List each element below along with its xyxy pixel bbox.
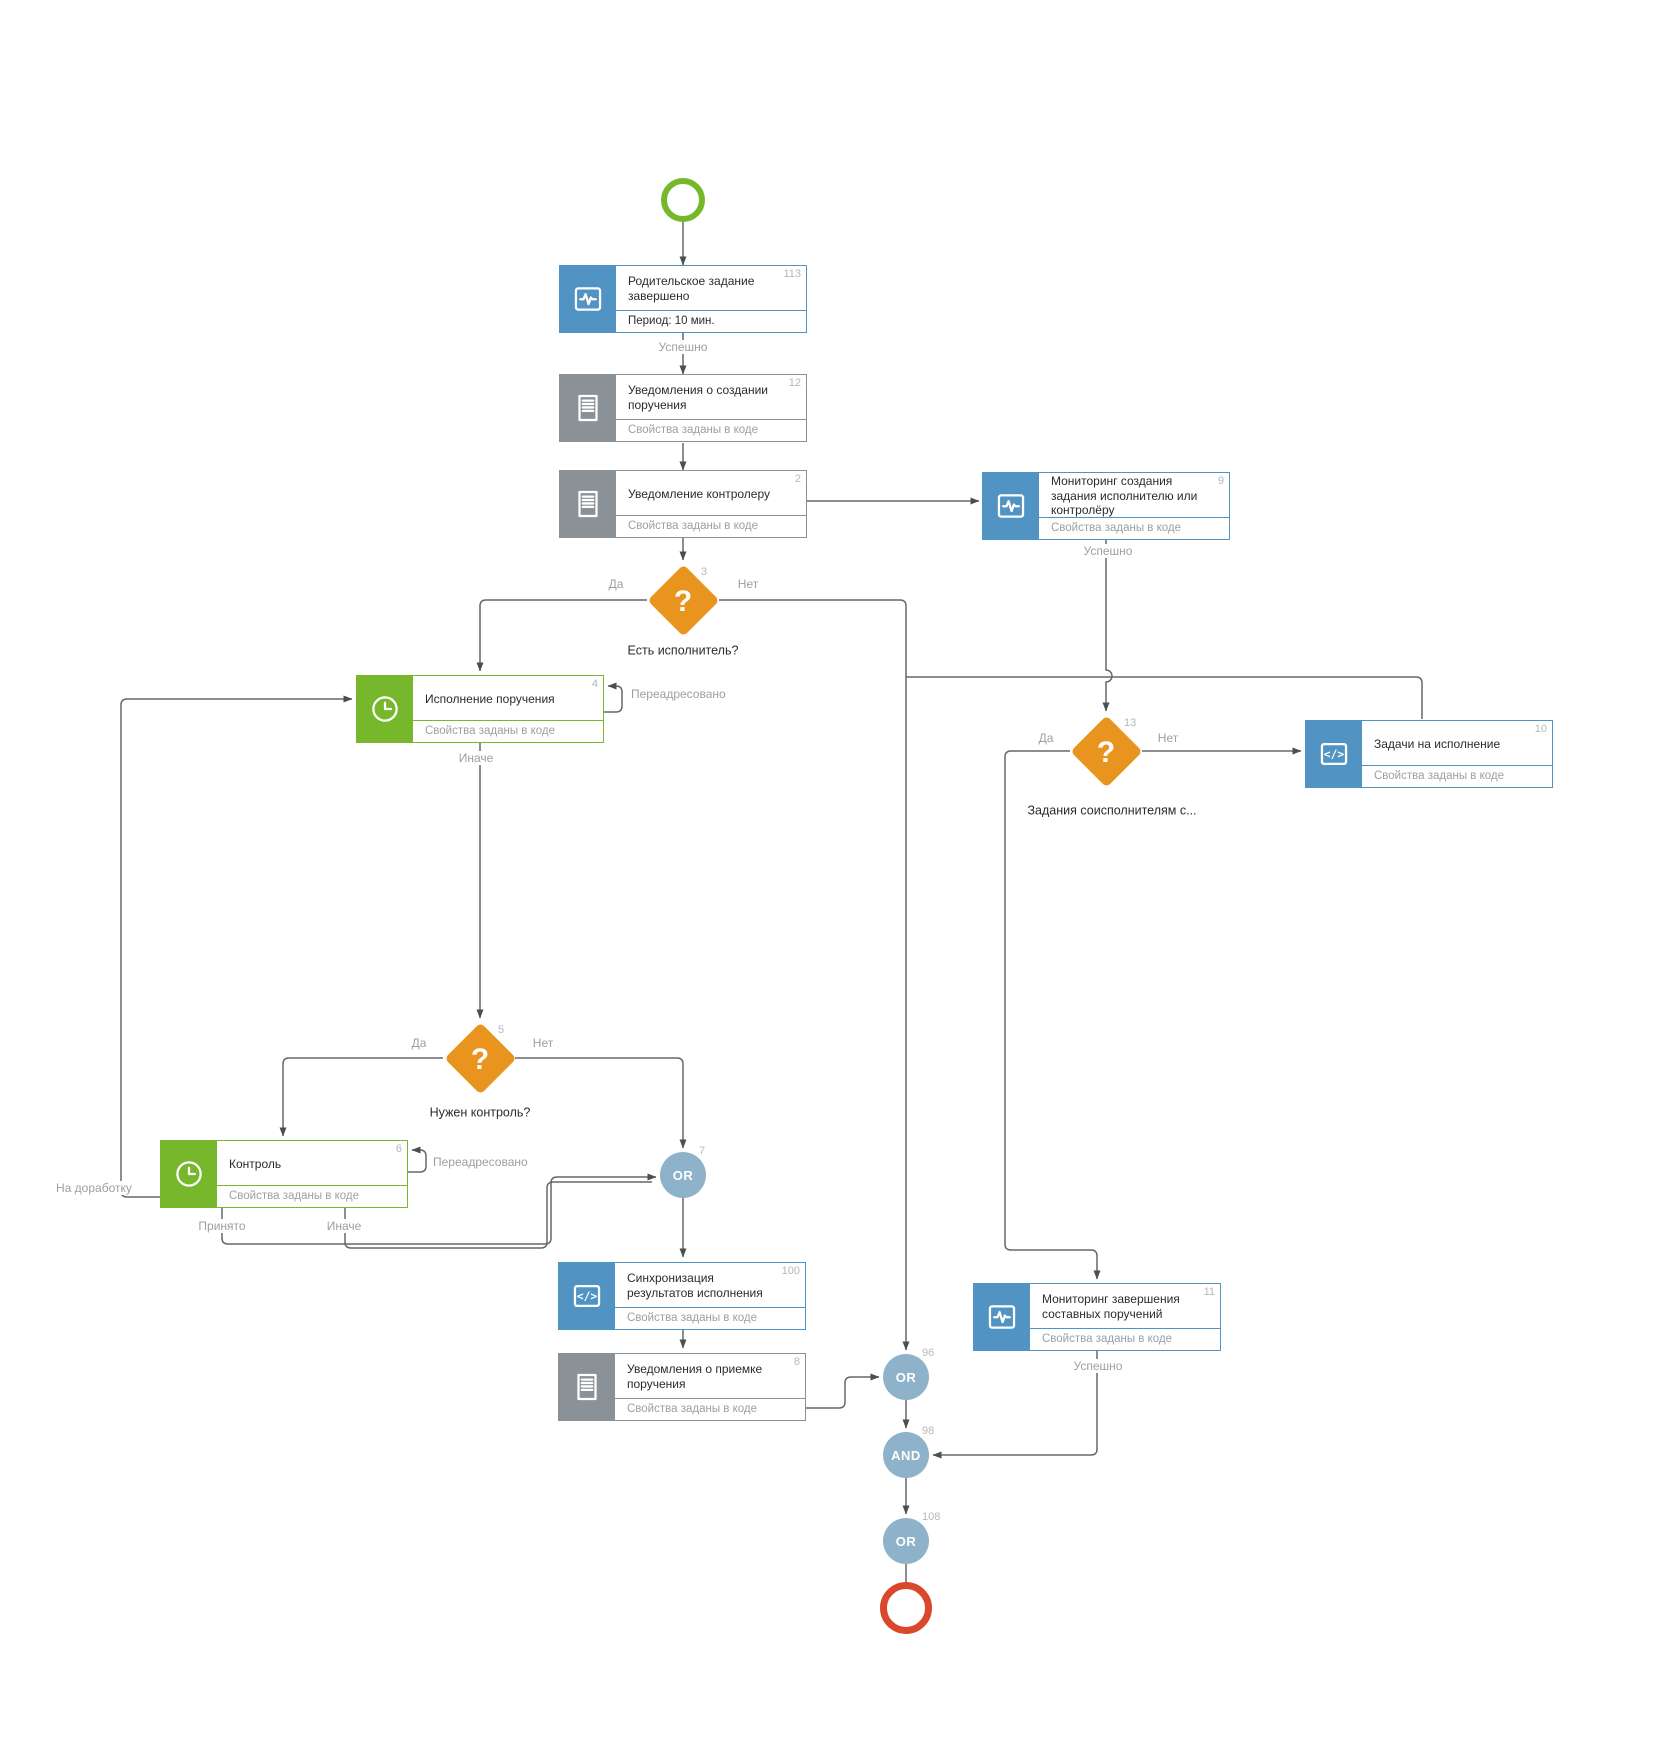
node-subtitle: Свойства заданы в коде: [616, 419, 806, 441]
logic-gateway-98[interactable]: AND: [883, 1432, 929, 1478]
node-title: Уведомления о создании поручения: [628, 383, 768, 412]
monitor-pulse-icon: [560, 266, 616, 332]
node-title: Исполнение поручения: [425, 691, 555, 706]
clock-icon: [357, 676, 413, 742]
node-subtitle: Свойства заданы в коде: [413, 720, 603, 742]
edge-6-self-loop: [408, 1146, 427, 1173]
edge-d13-yes-to-11: [1004, 750, 1101, 1280]
node-number: 8: [793, 1356, 800, 1368]
edge-d5-no-to-or7: [515, 1057, 687, 1149]
node-title: Уведомление контролеру: [628, 486, 771, 501]
node-title: Уведомления о приемке поручения: [627, 1362, 763, 1391]
node-subtitle: Свойства заданы в коде: [615, 1307, 805, 1329]
node-number: 2: [794, 473, 801, 485]
clock-icon: [161, 1141, 217, 1207]
node-number: 6: [395, 1143, 402, 1155]
node-title: Родительское задание завершено: [628, 274, 755, 303]
end-event[interactable]: [880, 1582, 932, 1634]
node-subtitle: Период: 10 мин.: [616, 310, 806, 332]
edge-11-to-and98: [932, 1351, 1098, 1459]
svg-text:</>: </>: [577, 1289, 598, 1303]
task-body: 9 Мониторинг создания задания исполнителю…: [1039, 473, 1229, 539]
node-number: 9: [1217, 475, 1224, 487]
node-number: 113: [783, 268, 801, 280]
edge-6-rework-to-4: [120, 695, 353, 1198]
node-number: 4: [591, 678, 598, 690]
decision-gateway-5[interactable]: ?: [443, 1021, 517, 1095]
edge-6-accepted-to-or7: [221, 1173, 657, 1245]
node-subtitle: Свойства заданы в коде: [615, 1398, 805, 1420]
decision-gateway-13[interactable]: ?: [1069, 714, 1143, 788]
node-subtitle: Свойства заданы в коде: [1362, 765, 1552, 787]
node-title: Задачи на исполнение: [1374, 736, 1501, 751]
code-icon: </>: [559, 1263, 615, 1329]
edge-8-to-or96: [806, 1373, 880, 1409]
logic-gateway-108[interactable]: OR: [883, 1518, 929, 1564]
node-number: 11: [1203, 1286, 1215, 1298]
task-node-9[interactable]: 9 Мониторинг создания задания исполнителю…: [982, 472, 1230, 540]
edge-d5-yes-to-6: [279, 1057, 443, 1137]
node-title: Синхронизация результатов исполнения: [627, 1271, 763, 1300]
start-event[interactable]: [661, 178, 705, 222]
edge-d3-yes-to-4: [476, 599, 647, 672]
edge-d3-no-to-or96: [719, 599, 910, 1351]
node-subtitle: Свойства заданы в коде: [1039, 517, 1229, 539]
node-subtitle: Свойства заданы в коде: [616, 515, 806, 537]
question-mark-icon: ?: [470, 1043, 490, 1076]
svg-text:</>: </>: [1324, 747, 1345, 761]
node-number: 10: [1534, 723, 1547, 735]
logic-gateway-96[interactable]: OR: [883, 1354, 929, 1400]
edge-branch-to-10-top: [906, 676, 1423, 719]
code-icon: </>: [1306, 721, 1362, 787]
document-icon: [560, 375, 616, 441]
node-number: 12: [788, 377, 801, 389]
question-mark-icon: ?: [1096, 736, 1116, 769]
node-subtitle: Свойства заданы в коде: [1030, 1328, 1220, 1350]
document-icon: [560, 471, 616, 537]
node-number: 100: [781, 1265, 800, 1277]
document-icon: [559, 1354, 615, 1420]
monitor-pulse-icon: [983, 473, 1039, 539]
edge-4-self-loop: [604, 682, 623, 713]
node-title: Контроль: [229, 1156, 282, 1171]
question-mark-icon: ?: [673, 585, 693, 618]
logic-gateway-7[interactable]: OR: [660, 1152, 706, 1198]
monitor-pulse-icon: [974, 1284, 1030, 1350]
node-title: Мониторинг завершения составных поручени…: [1042, 1292, 1180, 1321]
edge-9-to-d13: [1102, 540, 1113, 712]
edge-6-else-to-or7: [344, 1181, 652, 1249]
node-subtitle: Свойства заданы в коде: [217, 1185, 407, 1207]
decision-gateway-3[interactable]: ?: [646, 563, 720, 637]
node-title: Мониторинг создания задания исполнителю …: [1051, 474, 1198, 518]
